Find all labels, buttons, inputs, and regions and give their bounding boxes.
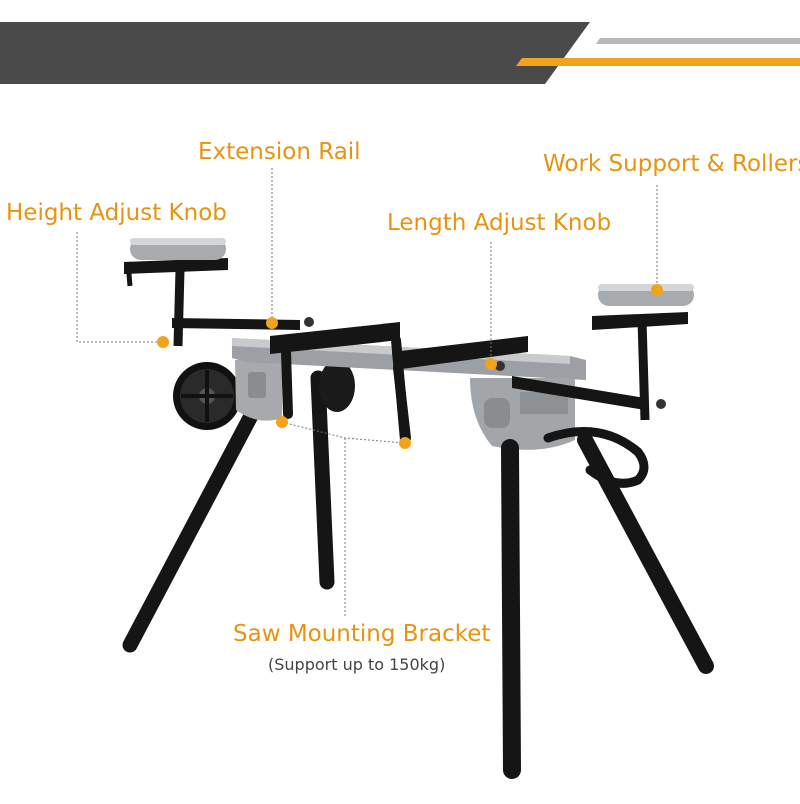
header-band — [0, 22, 590, 84]
left-leg — [122, 387, 270, 653]
front-center-leg — [501, 439, 521, 779]
rear-wheel — [319, 360, 355, 412]
dot-height-knob — [157, 336, 169, 348]
saw-mounting-bracket-label: Saw Mounting Bracket — [233, 621, 491, 647]
leader-height-knob — [76, 232, 162, 343]
saw-mounting-bracket-capacity: (Support up to 150kg) — [268, 655, 446, 674]
right-mounting-bracket — [392, 336, 528, 370]
carry-handle — [543, 427, 649, 488]
height-adjust-knob-label: Height Adjust Knob — [6, 200, 227, 226]
header-gray-stripe — [596, 38, 800, 44]
left-extension-rail — [172, 318, 300, 330]
wheel — [173, 362, 241, 430]
leader-lines — [76, 168, 658, 618]
dot-bracket-right — [399, 437, 411, 449]
length-adjust-knob-label: Length Adjust Knob — [387, 210, 612, 236]
dot-bracket-left — [276, 416, 288, 428]
right-extension-rail — [512, 376, 645, 410]
right-support-post — [637, 319, 650, 421]
dot-extension-rail — [266, 317, 278, 329]
extension-rail-label: Extension Rail — [198, 139, 361, 165]
header-orange-stripe — [516, 58, 800, 66]
dot-work-support — [651, 284, 663, 296]
rear-right-leg — [310, 370, 335, 590]
left-mounting-bracket — [270, 322, 400, 354]
leader-bracket-top — [281, 421, 406, 444]
miter-saw-stand — [122, 238, 714, 779]
left-support-post — [173, 269, 185, 347]
dot-length-knob — [485, 358, 497, 370]
work-support-rollers-label: Work Support & Rollers — [543, 151, 800, 177]
callout-dots — [157, 284, 663, 449]
